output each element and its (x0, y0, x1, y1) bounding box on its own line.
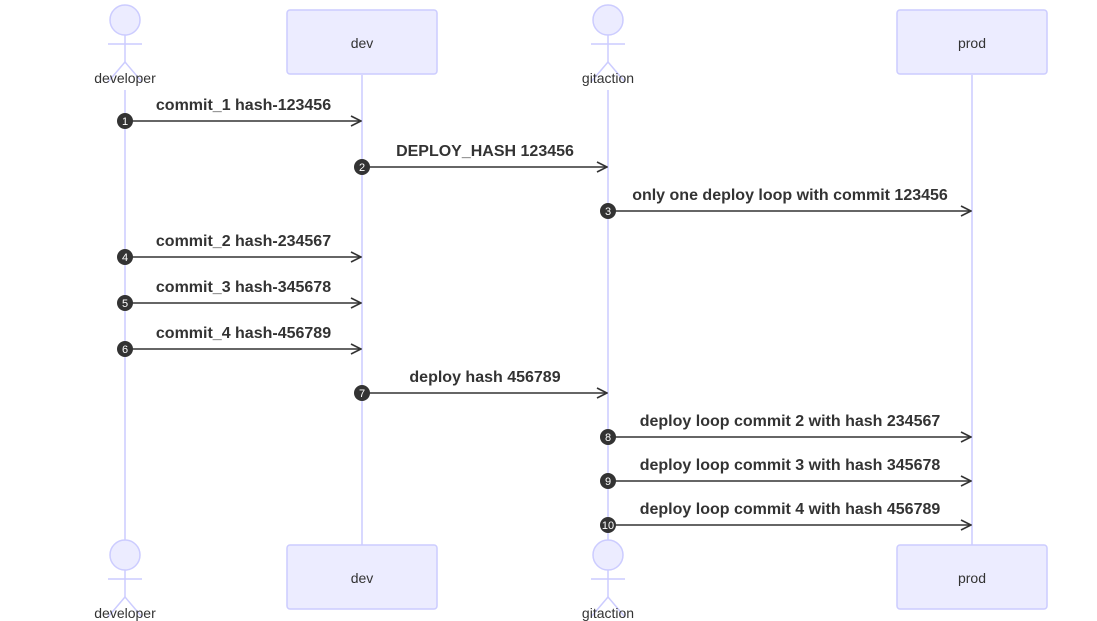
sequence-number-badge: 7 (354, 385, 370, 401)
participant-gitaction-top: gitaction (582, 4, 634, 86)
sequence-number: 9 (605, 476, 611, 488)
sequence-number: 4 (122, 252, 128, 264)
message-label: deploy loop commit 2 with hash 234567 (640, 413, 941, 430)
sequence-number-badge: 2 (354, 159, 370, 175)
participant-box (286, 544, 438, 610)
participant-label: developer (94, 605, 156, 621)
message-label: deploy loop commit 4 with hash 456789 (640, 501, 941, 518)
sequence-number: 3 (605, 206, 611, 218)
sequence-number: 2 (359, 162, 365, 174)
message-3: only one deploy loop with commit 123456 3 (600, 187, 971, 219)
sequence-number: 5 (122, 298, 128, 310)
sequence-number-badge: 10 (600, 517, 616, 533)
participant-dev-top: dev (286, 9, 438, 75)
message-2: DEPLOY_HASH 123456 2 (354, 143, 607, 175)
actor-icon (590, 4, 626, 83)
sequence-number: 8 (605, 432, 611, 444)
message-8: deploy loop commit 2 with hash 234567 8 (600, 413, 971, 445)
sequence-number: 10 (602, 520, 614, 532)
message-6: commit_4 hash-456789 6 (117, 325, 361, 357)
actor-icon (107, 4, 143, 83)
actor-icon (107, 539, 143, 618)
message-label: commit_2 hash-234567 (156, 233, 331, 250)
sequence-number-badge: 5 (117, 295, 133, 311)
message-label: DEPLOY_HASH 123456 (396, 143, 574, 160)
message-5: commit_3 hash-345678 5 (117, 279, 361, 311)
participant-label: dev (351, 570, 374, 586)
message-label: commit_1 hash-123456 (156, 97, 331, 114)
sequence-number-badge: 1 (117, 113, 133, 129)
participant-developer-bottom: developer (94, 539, 156, 621)
sequence-number: 6 (122, 344, 128, 356)
message-7: deploy hash 456789 7 (354, 369, 607, 401)
participant-box (896, 544, 1048, 610)
sequence-number-badge: 8 (600, 429, 616, 445)
participant-label: gitaction (582, 70, 634, 86)
message-1: commit_1 hash-123456 1 (117, 97, 361, 129)
participant-prod-top: prod (896, 9, 1048, 75)
sequence-number-badge: 4 (117, 249, 133, 265)
participant-box (896, 9, 1048, 75)
participant-label: dev (351, 35, 374, 51)
participant-label: developer (94, 70, 156, 86)
participant-developer-top: developer (94, 4, 156, 86)
participant-label: prod (958, 570, 986, 586)
actor-icon (590, 539, 626, 618)
sequence-number-badge: 9 (600, 473, 616, 489)
participant-label: gitaction (582, 605, 634, 621)
participant-label: prod (958, 35, 986, 51)
sequence-number: 1 (122, 116, 128, 128)
participant-prod-bottom: prod (896, 544, 1048, 610)
sequence-number-badge: 6 (117, 341, 133, 357)
participant-dev-bottom: dev (286, 544, 438, 610)
participant-gitaction-bottom: gitaction (582, 539, 634, 621)
sequence-number-badge: 3 (600, 203, 616, 219)
message-label: deploy hash 456789 (409, 369, 560, 386)
message-label: commit_4 hash-456789 (156, 325, 331, 342)
message-label: deploy loop commit 3 with hash 345678 (640, 457, 941, 474)
participant-box (286, 9, 438, 75)
message-label: only one deploy loop with commit 123456 (632, 187, 948, 204)
message-4: commit_2 hash-234567 4 (117, 233, 361, 265)
message-9: deploy loop commit 3 with hash 345678 9 (600, 457, 971, 489)
message-label: commit_3 hash-345678 (156, 279, 331, 296)
sequence-number: 7 (359, 388, 365, 400)
message-10: deploy loop commit 4 with hash 456789 10 (600, 501, 971, 533)
